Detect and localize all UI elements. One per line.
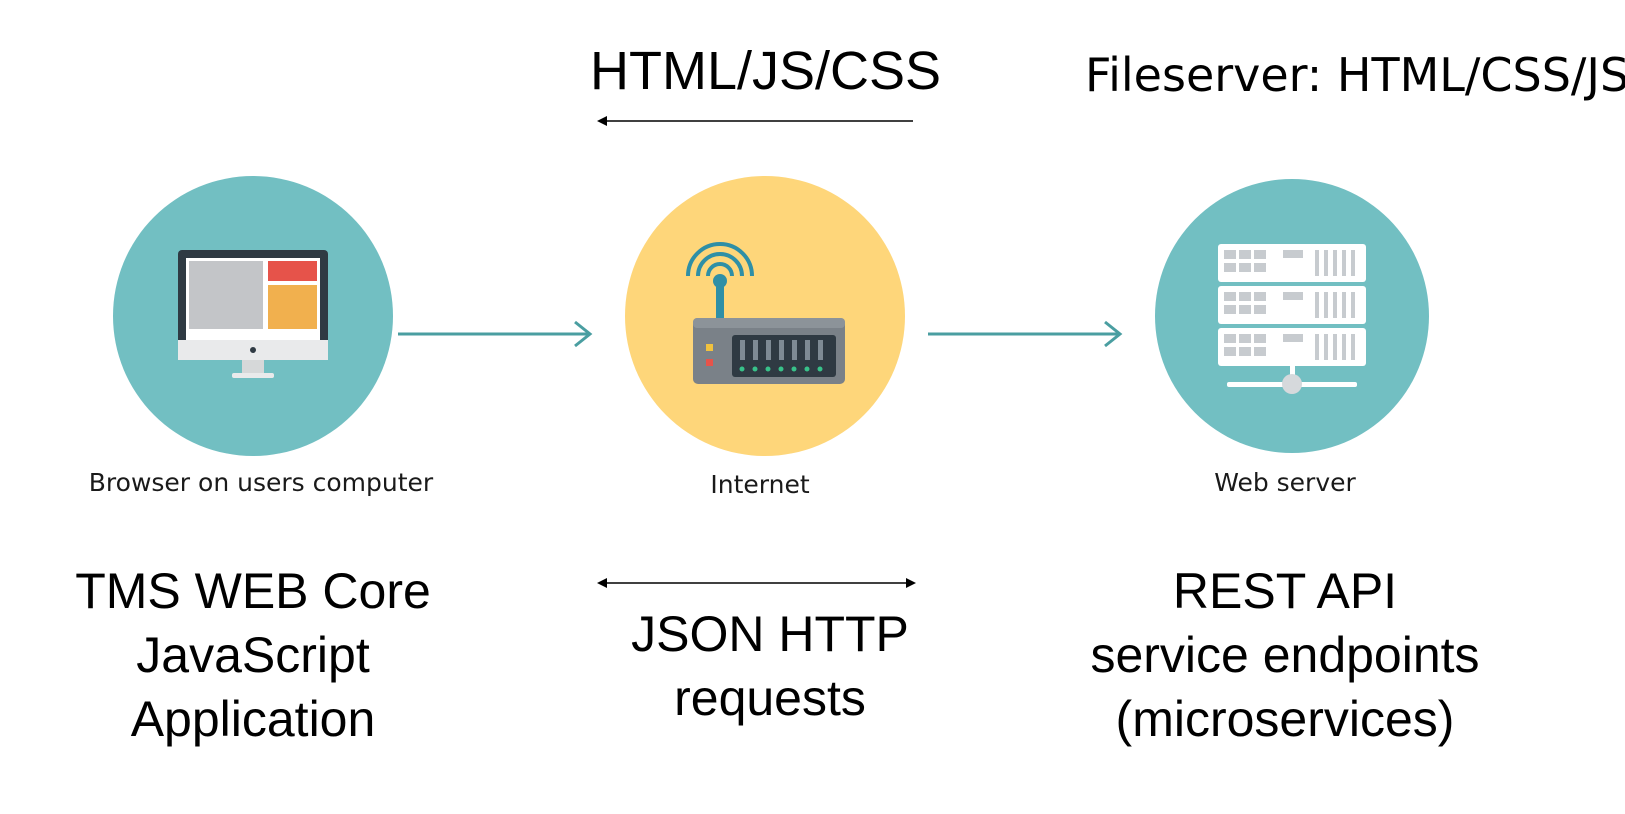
client-description: TMS WEB Core JavaScript Application	[33, 559, 473, 751]
server-icon	[1218, 244, 1366, 394]
internet-node-circle	[625, 176, 905, 456]
browser-node-label: Browser on users computer	[88, 468, 434, 497]
client-line-1: TMS WEB Core	[75, 563, 431, 619]
server-line-3: (microservices)	[1115, 691, 1455, 747]
webserver-node-label: Web server	[1214, 468, 1356, 497]
fileserver-label: Fileserver: HTML/CSS/JS	[1085, 48, 1625, 102]
client-line-2: JavaScript	[136, 627, 370, 683]
monitor-icon	[178, 250, 328, 378]
transport-description: JSON HTTP requests	[580, 602, 960, 730]
request-arrow-2	[928, 320, 1123, 348]
request-arrow-1	[398, 320, 593, 348]
html-delivery-label: HTML/JS/CSS	[590, 41, 942, 101]
server-description: REST API service endpoints (microservice…	[1045, 559, 1525, 751]
router-icon	[686, 242, 845, 384]
server-line-1: REST API	[1172, 563, 1398, 619]
client-line-3: Application	[130, 691, 376, 747]
server-line-2: service endpoints	[1090, 627, 1480, 683]
transport-line-2: requests	[674, 670, 866, 726]
transport-line-1: JSON HTTP	[631, 606, 909, 662]
internet-node-label: Internet	[710, 470, 810, 499]
